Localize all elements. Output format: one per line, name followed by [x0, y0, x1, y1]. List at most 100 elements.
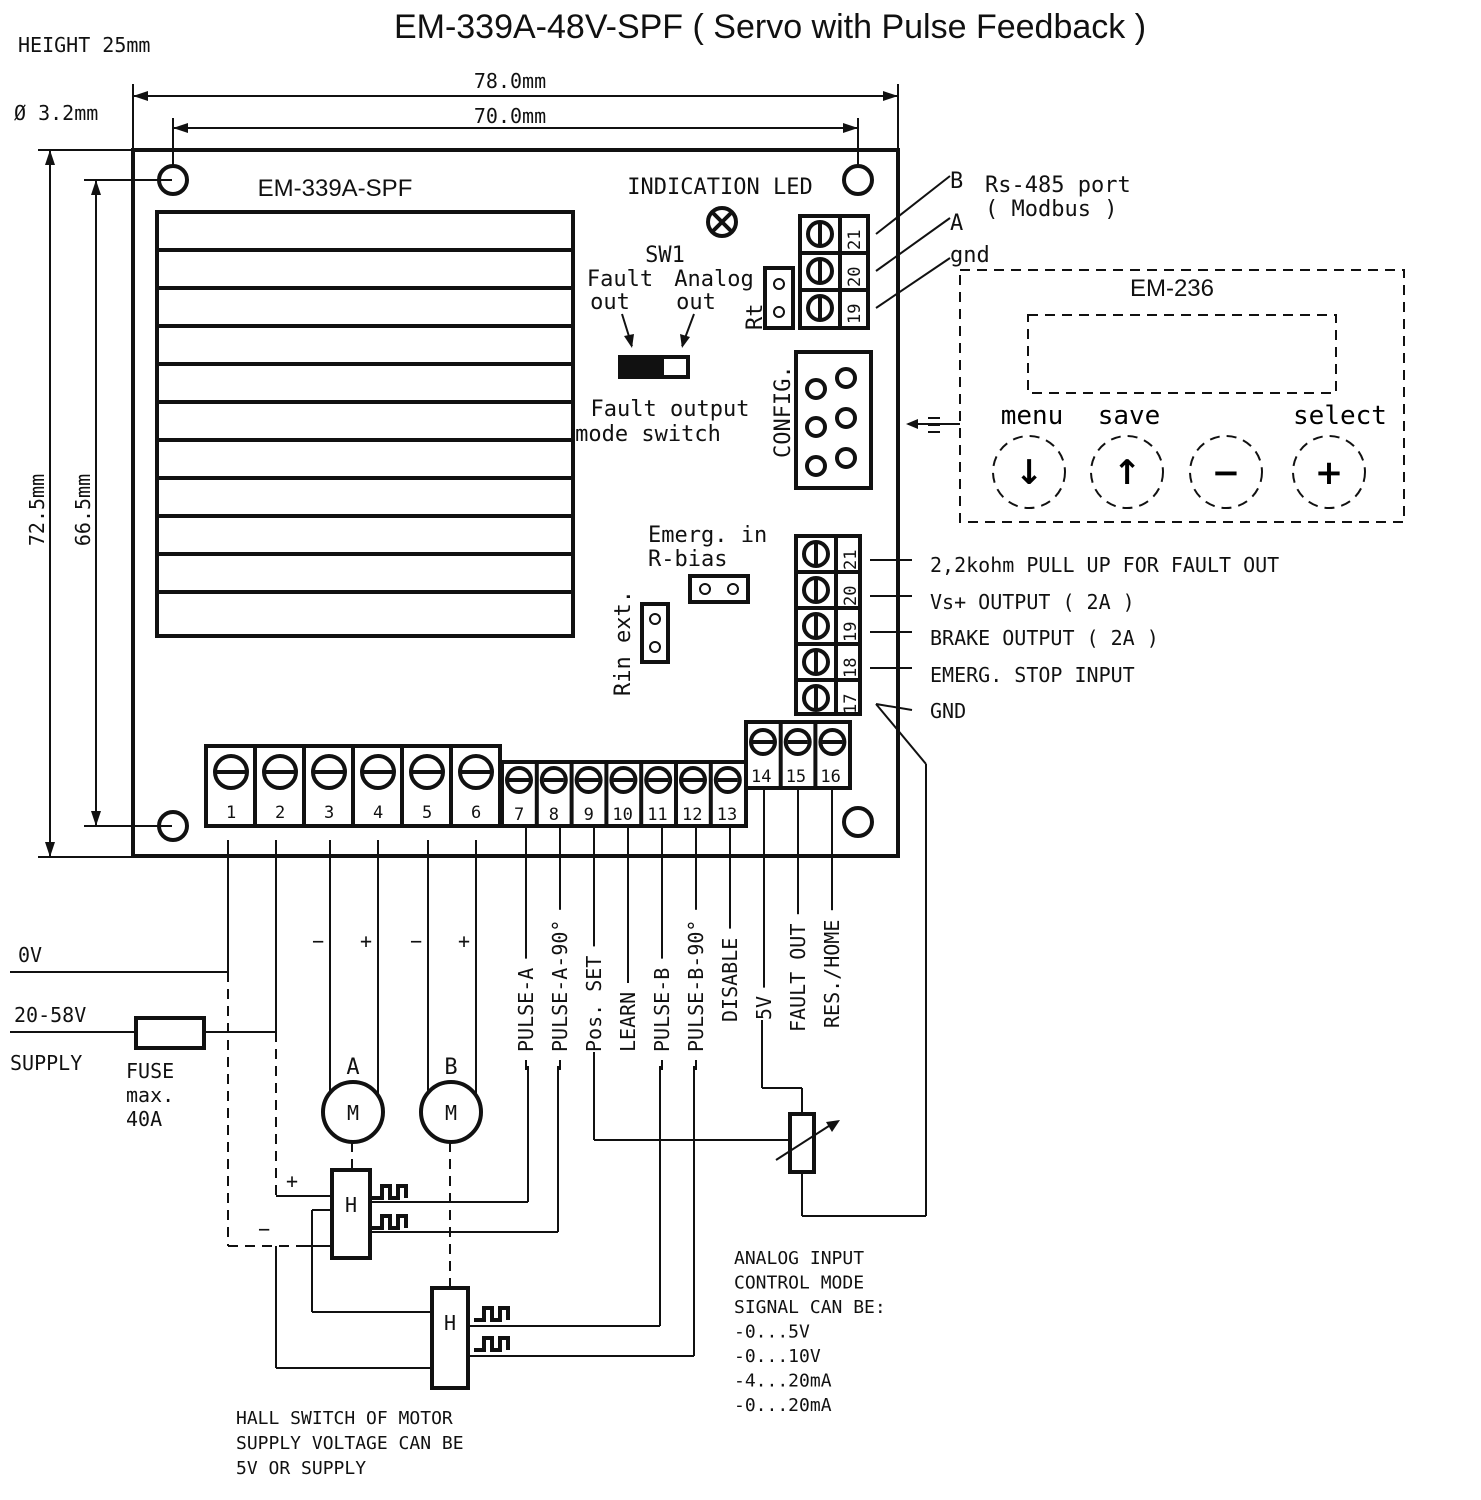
- screw-icon: [802, 648, 830, 676]
- em236-button: [1189, 435, 1263, 509]
- signal-label: PULSE-B-90°: [684, 920, 708, 1052]
- signal-label: PULSE-A-90°: [548, 920, 572, 1052]
- screw-icon: [311, 754, 347, 790]
- rs485-lead-line: [875, 257, 951, 309]
- screw-icon: [806, 220, 834, 248]
- right-pin-number: 18: [841, 658, 861, 678]
- em236-buttons: ↓menu↑save−+select: [992, 401, 1387, 509]
- motor-polarity-sign: −: [312, 929, 324, 953]
- em236-button-symbol: ↑: [1113, 453, 1142, 493]
- mounting-hole: [842, 806, 874, 838]
- signal-pin-number: 7: [514, 805, 524, 825]
- signal-label: RES./HOME: [820, 920, 844, 1028]
- sw1-label: SW1: [645, 243, 685, 268]
- width-inner-label: 70.0mm: [474, 104, 546, 128]
- em236-button: [1292, 435, 1366, 509]
- right-pin-number: 19: [841, 622, 861, 642]
- right-pin-number: 21: [841, 550, 861, 570]
- screw-icon: [609, 766, 638, 794]
- analog-note-line: CONTROL MODE: [734, 1273, 864, 1294]
- signal-pin-number: 13: [717, 805, 737, 825]
- fuse-label-line2: max.: [126, 1083, 174, 1107]
- motor-polarity-sign: +: [360, 929, 372, 953]
- em236-button-symbol: −: [1212, 453, 1241, 493]
- signal-block-frame: [500, 760, 748, 828]
- analog-note-line: -0...10V: [734, 1346, 821, 1367]
- signal-pin-number: 8: [549, 805, 559, 825]
- signal-label: Pos. SET: [582, 956, 606, 1052]
- signal-label: DISABLE: [718, 938, 742, 1022]
- motor-a-symbol: M: [347, 1101, 359, 1125]
- diagram-title: EM-339A-48V-SPF ( Servo with Pulse Feedb…: [394, 8, 1146, 46]
- right-block-frame: [794, 534, 862, 716]
- em236-module: [959, 269, 1405, 523]
- sw1-caption-line1: Fault output: [591, 397, 750, 422]
- width-outer-label: 78.0mm: [474, 69, 546, 93]
- hall-b-symbol: H: [444, 1311, 456, 1335]
- screw-icon: [818, 728, 847, 756]
- signal-label: FAULT OUT: [786, 924, 810, 1032]
- analog-note-line: SIGNAL CAN BE:: [734, 1297, 886, 1318]
- screw-icon: [749, 728, 777, 756]
- rs485-pin-number: 19: [845, 304, 865, 324]
- hole-diameter: Ø 3.2mm: [14, 101, 98, 125]
- motor-b-name: B: [444, 1055, 457, 1080]
- analog-note-line: -0...20mA: [734, 1395, 832, 1416]
- screw-icon: [713, 766, 742, 794]
- rs485-title-line1: Rs-485 port: [985, 173, 1131, 198]
- hall-note-line: SUPPLY VOLTAGE CAN BE: [236, 1433, 464, 1454]
- mounting-hole: [842, 164, 874, 196]
- screw-icon: [409, 754, 445, 790]
- screw-icon: [679, 766, 707, 794]
- rt-jumper: [763, 266, 795, 330]
- power-pin-number: 1: [226, 803, 236, 823]
- screw-icon: [802, 576, 830, 604]
- sw1-analog-out-line1: Analog: [674, 267, 753, 292]
- rs485-pin-number: 21: [845, 230, 865, 250]
- rs485-line-label: gnd: [950, 243, 990, 268]
- motor-b-circle: [419, 1080, 483, 1144]
- signal-pin-number: 11: [647, 805, 667, 825]
- sw1-analog-out-line2: out: [676, 290, 716, 315]
- right-terminal-desc: BRAKE OUTPUT ( 2A ): [930, 626, 1159, 650]
- sw1-arrows: [621, 313, 695, 348]
- sw1-fault-out-line1: Fault: [587, 267, 653, 292]
- rs485-title-line2: ( Modbus ): [985, 197, 1117, 222]
- mounting-hole: [157, 164, 189, 196]
- signal-label: LEARN: [616, 992, 640, 1052]
- fuse-label-line1: FUSE: [126, 1059, 174, 1083]
- screw-icon: [644, 766, 673, 794]
- zero-v-label: 0V: [18, 943, 42, 967]
- indication-led-label: INDICATION LED: [627, 175, 812, 200]
- rt-label: Rt: [743, 304, 768, 331]
- power-pin-number: 3: [324, 803, 334, 823]
- motor-b-symbol: M: [445, 1101, 457, 1125]
- em236-button-label: save: [1098, 401, 1161, 431]
- analog-note-line: -4...20mA: [734, 1371, 832, 1392]
- hall-minus-label: −: [258, 1217, 270, 1241]
- screw-icon: [360, 754, 396, 790]
- em236-button: [992, 435, 1066, 509]
- motor-b: M B: [419, 1055, 483, 1144]
- power-pin-number: 2: [275, 803, 285, 823]
- right-desc-lead: [875, 703, 913, 711]
- heatsink: [155, 210, 575, 638]
- board-outline: [131, 148, 900, 858]
- screw-icon: [458, 754, 494, 790]
- rs485-line-label: A: [950, 211, 963, 236]
- signal-label: 5V: [752, 996, 776, 1020]
- right-terminal-desc: 2,2kohm PULL UP FOR FAULT OUT: [930, 553, 1279, 577]
- motor-a-circle: [321, 1080, 385, 1144]
- signal-pin-number: 12: [682, 805, 702, 825]
- motor-polarity-labels: −+−+: [312, 929, 470, 953]
- power-pin-number: 6: [471, 803, 481, 823]
- signal-label: PULSE-A: [514, 968, 538, 1052]
- hall-note-line: 5V OR SUPPLY: [236, 1458, 366, 1479]
- em236-name: EM-236: [1130, 275, 1214, 302]
